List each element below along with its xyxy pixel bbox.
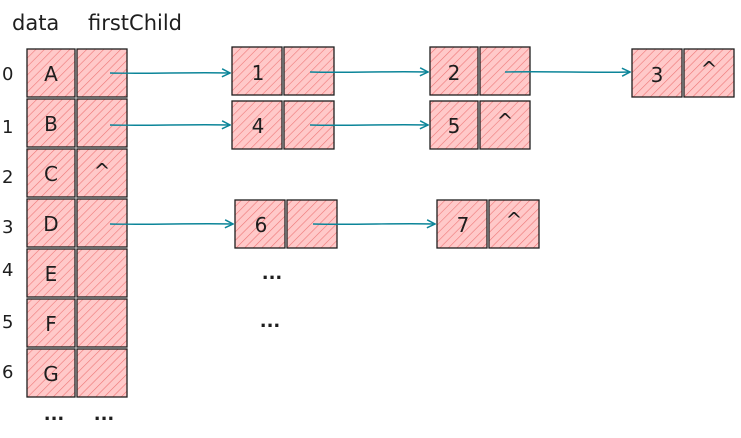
first-child-cell-4 [76,248,128,298]
row-index-1: 1 [2,117,13,138]
row-index-2: 2 [2,167,13,188]
edge-node-value-1-0: 4 [252,114,265,138]
edge-node-value-cell [234,199,286,249]
header-data: data [12,11,59,35]
data-value-3: D [43,212,58,236]
edge-node-value-0-0: 1 [252,61,265,85]
first-child-cell-2 [76,148,128,198]
arrow-4-to-5 [309,125,428,126]
edge-node-null-1-1: ^ [497,109,514,133]
data-cell-5 [26,298,76,348]
data-cell-0 [26,48,76,98]
data-cell-3 [26,198,76,248]
ellipsis-row-4: ... [262,263,283,284]
data-value-2: C [44,162,58,186]
data-cell-6 [26,348,76,398]
edge-node-value-1-1: 5 [448,114,461,138]
edge-node-next-cell [479,46,531,96]
data-value-6: G [43,362,59,386]
data-value-1: B [44,112,58,136]
list-row-0 [231,46,735,98]
header-first-child: firstChild [88,11,182,35]
arrow-1-to-2 [309,72,428,73]
data-value-0: A [44,62,58,86]
edge-node-value-cell [429,100,479,150]
table-more-data: ... [44,404,65,425]
data-cell-1 [26,98,76,148]
arrow-2-to-3 [504,72,630,73]
row-index-4: 4 [2,260,13,281]
vertex-table [26,48,128,398]
edge-node-value-0-2: 3 [651,63,664,87]
row-index-6: 6 [2,362,13,383]
edge-node-value-0-1: 2 [448,61,461,85]
data-value-5: F [45,312,57,336]
edge-node-value-cell [436,199,488,249]
data-cell-4 [26,248,76,298]
first-child-cell-6 [76,348,128,398]
first-child-null-2: ^ [94,159,111,183]
row-index-0: 0 [2,64,13,85]
row-index-3: 3 [2,217,13,238]
edge-node-value-3-0: 6 [255,213,268,237]
edge-node-value-cell [429,46,479,96]
first-child-cell-3 [76,198,128,248]
edge-node-value-3-1: 7 [457,213,470,237]
data-value-4: E [45,262,58,286]
data-cell-2 [26,148,76,198]
arrow-a-to-1 [109,73,230,74]
ellipsis-row-5: ... [260,311,281,332]
edge-node-value-cell [231,100,283,150]
arrow-d-to-6 [109,224,233,225]
table-more-child: ... [94,404,115,425]
arrows [109,72,630,225]
edge-node-null-3-1: ^ [506,208,523,232]
edge-node-next-cell [683,48,735,98]
edge-node-value-cell [631,48,683,98]
edge-node-next-cell [488,199,540,249]
list-row-3 [234,199,540,249]
edge-node-next-cell [479,100,531,150]
arrow-6-to-7 [312,224,435,225]
first-child-cell-5 [76,298,128,348]
edge-node-null-0-2: ^ [701,57,718,81]
edge-node-value-cell [231,46,283,96]
arrow-b-to-4 [109,125,230,126]
first-child-cell-1 [76,98,128,148]
row-index-5: 5 [2,312,13,333]
list-row-1 [231,100,531,150]
edge-node-next-cell [283,46,335,96]
